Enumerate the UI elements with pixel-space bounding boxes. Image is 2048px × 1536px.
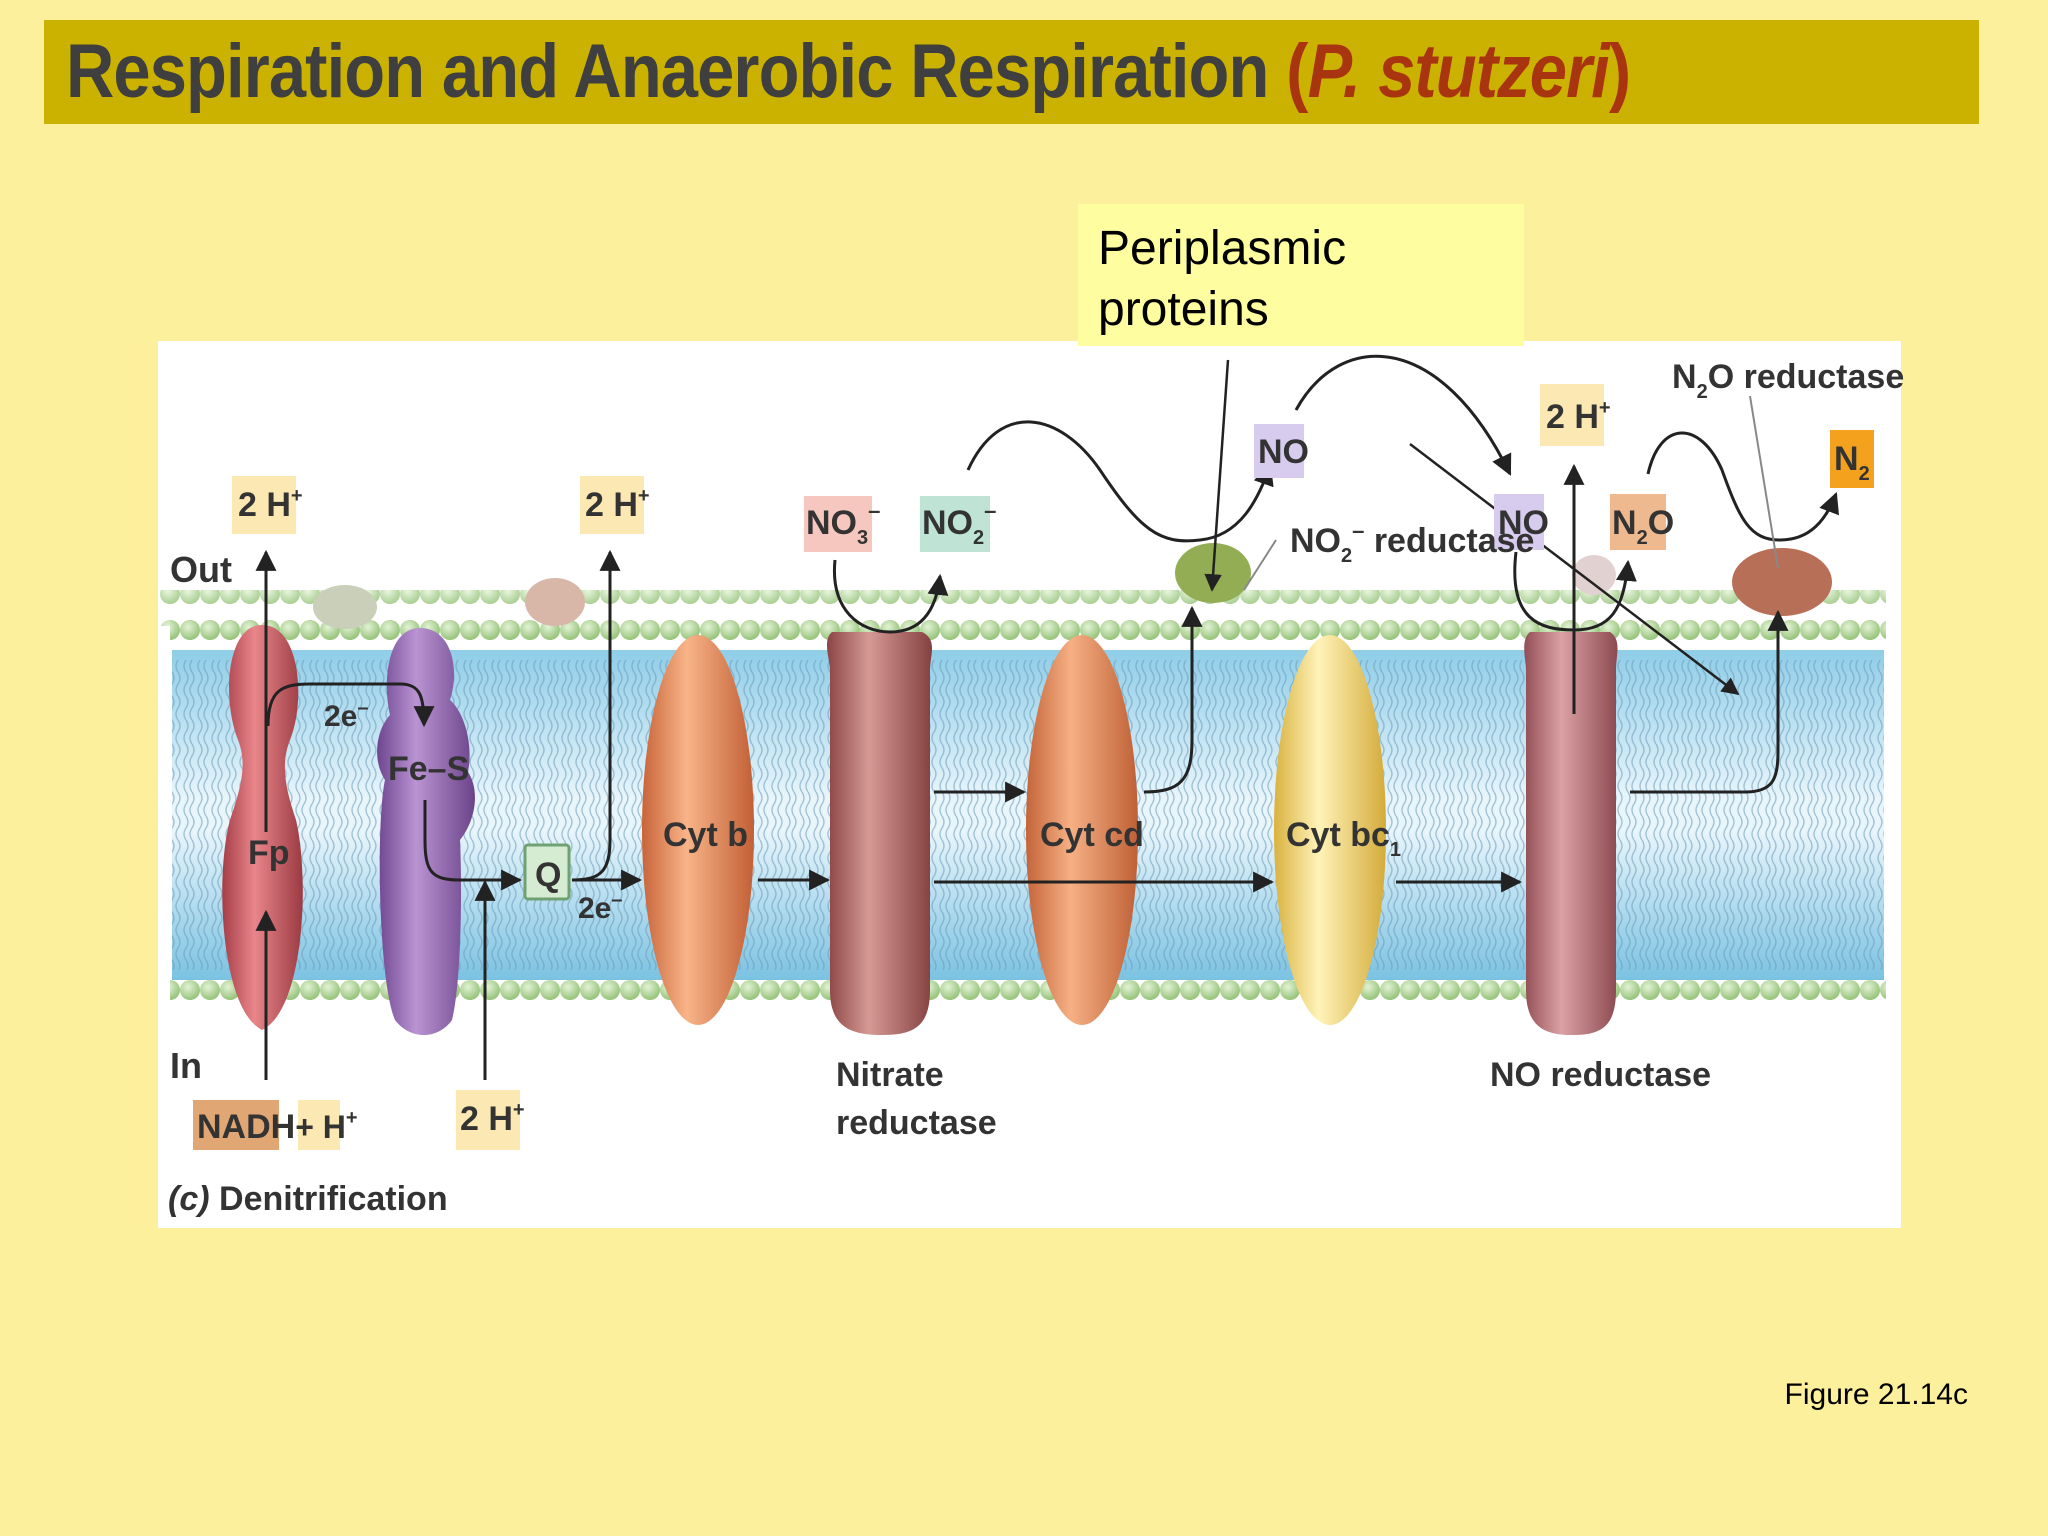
periplasmic-callout: Periplasmic proteins: [1078, 204, 1524, 346]
cytbc1-label: Cyt bc1: [1286, 816, 1401, 861]
nitrate-reductase-label-2: reductase: [836, 1104, 997, 1142]
fp-to-fes-electron-arrow: [266, 682, 435, 728]
no-mid-label: NO: [1498, 504, 1549, 542]
h-out-2-box: [580, 476, 644, 534]
h-in-label: 2 H+: [460, 1099, 525, 1138]
nitrite-reductase-leader: [1243, 539, 1277, 591]
title-species: P. stutzeri: [1307, 29, 1610, 114]
n2o-to-n2-arrow: [1646, 431, 1840, 542]
nitrate-reductase-label-1: Nitrate: [836, 1056, 944, 1094]
nadh-h-box: [298, 1100, 340, 1150]
callout-text: Periplasmic proteins: [1098, 222, 1347, 336]
title-main: Respiration and Anaerobic Respiration: [66, 29, 1287, 114]
no-mid-box: [1494, 494, 1544, 550]
no-top-box: [1254, 424, 1304, 478]
no2-label: NO2–: [922, 498, 996, 549]
n2o-reductase-leader: [1749, 395, 1779, 569]
fp-label: Fp: [248, 834, 290, 872]
no-transfer-arrow: [1294, 354, 1512, 476]
n2o-reductase-label: N2O reductase: [1672, 358, 1904, 403]
no-reductase-protein: [1524, 632, 1618, 1035]
n2o-box: [1610, 494, 1666, 550]
fes-to-q-arrow: [423, 800, 523, 891]
q-label: Q: [535, 856, 561, 894]
h-out-3-box: [1540, 384, 1604, 446]
nitrite-to-no-arrow: [966, 420, 1274, 543]
cytcd-label: Cyt cd: [1040, 816, 1144, 854]
in-label: In: [170, 1045, 202, 1086]
nadh-label: NADH+ H+: [197, 1107, 358, 1146]
no-top-label: NO: [1258, 433, 1309, 471]
no3-label: NO3–: [806, 498, 880, 549]
n2-box: [1830, 430, 1874, 488]
panel-caption: (c) Denitrification: [168, 1180, 448, 1218]
periplasmic-blob-1: [313, 585, 377, 629]
h-out-1-label: 2 H+: [238, 485, 303, 524]
cytb-protein: [642, 635, 754, 1025]
nitrate-reduction-arrow: [832, 559, 949, 634]
cytb-label: Cyt b: [663, 816, 748, 854]
nadh-box: [193, 1100, 279, 1150]
out-label: Out: [170, 549, 232, 590]
cytbc1-protein: [1274, 635, 1386, 1025]
callout-pointer-arrow-1: [1204, 359, 1230, 592]
no3-box: [804, 496, 872, 552]
no2-box: [920, 496, 990, 552]
electrons-label-1: 2e–: [324, 697, 369, 733]
n2o-reductase-blob: [1732, 548, 1832, 616]
callout-pointer-arrow-2: [1409, 443, 1740, 696]
electrons-label-2: 2e–: [578, 889, 623, 925]
n2-label: N2: [1834, 440, 1870, 485]
h-out-1-box: [232, 476, 296, 534]
slide-title: Respiration and Anaerobic Respiration (P…: [66, 29, 1631, 114]
fp-protein: [222, 625, 303, 1030]
title-paren-close: ): [1608, 29, 1631, 114]
cytcd-protein: [1026, 635, 1138, 1025]
periplasmic-blob-3: [1572, 555, 1616, 595]
electron-to-n2o-reductase-arrow: [1630, 609, 1789, 794]
h-in-box: [456, 1090, 520, 1150]
title-bar: Respiration and Anaerobic Respiration (P…: [44, 20, 1979, 124]
nitrite-reductase-label: NO2– reductase: [1290, 518, 1534, 567]
cytcd-electron-up-arrow: [1143, 605, 1203, 794]
n2o-label: N2O: [1612, 504, 1674, 549]
title-paren-open: (: [1286, 29, 1308, 114]
h-out-2-label: 2 H+: [585, 485, 650, 524]
periplasmic-blob-2: [525, 578, 585, 626]
no-reductase-label: NO reductase: [1490, 1056, 1711, 1094]
nitrate-reductase-protein: [826, 632, 932, 1035]
q-box: [523, 843, 571, 901]
fes-label: Fe–S: [388, 750, 469, 788]
figure-caption: Figure 21.14c: [1784, 1378, 1968, 1411]
h-out-3-label: 2 H+: [1546, 397, 1611, 436]
lipid-heads-top-back: [160, 590, 1886, 626]
